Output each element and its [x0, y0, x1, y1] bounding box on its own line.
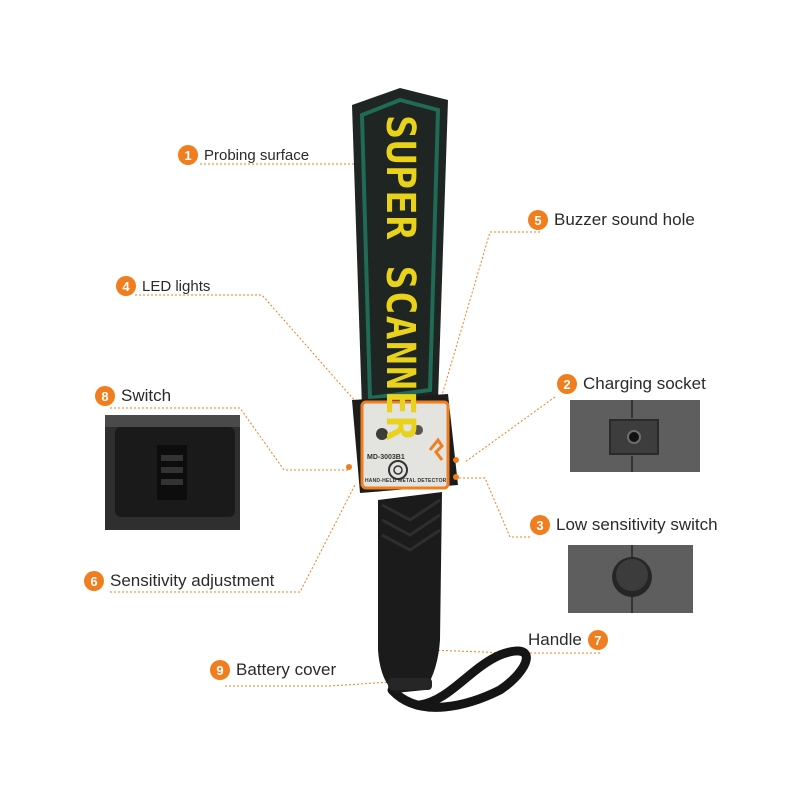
callout-number: 8: [95, 386, 115, 406]
callout-label: Buzzer sound hole: [554, 210, 695, 229]
brand-text: SUPER SCANNER: [377, 115, 423, 442]
low-sensitivity-art: [568, 545, 693, 613]
control-panel: [360, 400, 450, 490]
callout-5: 5 Buzzer sound hole: [528, 210, 695, 230]
leader-line-4: [135, 294, 371, 419]
callout-label: Sensitivity adjustment: [110, 571, 275, 590]
callout-label: Battery cover: [236, 660, 337, 679]
callout-label: Charging socket: [583, 374, 706, 393]
callout-number: 4: [116, 276, 136, 296]
buzzer-hole: [413, 425, 423, 435]
leader-line-5: [439, 231, 540, 403]
leader-line-3: [455, 477, 530, 538]
charging-socket-closeup: [570, 400, 700, 472]
callout-number: 6: [84, 571, 104, 591]
leader-line-9: [225, 681, 391, 687]
paddle-border: [359, 97, 441, 401]
side-marker-right-2: [453, 474, 459, 480]
callout-label: Probing surface: [204, 146, 310, 164]
callout-3: 3 Low sensitivity switch: [530, 515, 718, 535]
switch-closeup-art: [105, 415, 240, 530]
switch-closeup: [105, 415, 240, 530]
handle-grip-ridges: [381, 498, 441, 552]
callout-number: 1: [178, 145, 198, 165]
callout-1: 1 Probing surface: [178, 145, 309, 165]
leader-line-2: [464, 396, 556, 463]
callout-6: 6 Sensitivity adjustment: [84, 571, 274, 591]
model-text: MD-3003B1: [367, 454, 405, 461]
side-marker-right: [453, 457, 459, 463]
callout-label: Handle: [528, 630, 582, 649]
callout-number: 5: [528, 210, 548, 230]
runner-icon: [428, 437, 444, 461]
charging-socket-art: [570, 400, 700, 472]
leader-line-6: [110, 484, 356, 593]
callout-2: 2 Charging socket: [557, 374, 706, 394]
led-light: [376, 428, 388, 440]
side-marker-left: [346, 464, 352, 470]
callout-7: 7 Handle: [528, 630, 608, 650]
probing-surface: [352, 88, 448, 408]
callout-label: Switch: [121, 386, 172, 405]
callout-8: 8 Switch: [95, 386, 171, 406]
sensor-ring-icon: [388, 460, 408, 480]
callout-number: 2: [557, 374, 577, 394]
face-text: HAND-HELD METAL DETECTOR: [365, 478, 447, 484]
callout-4: 4 LED lights: [116, 276, 210, 296]
callout-number: 3: [530, 515, 550, 535]
callout-number: 9: [210, 660, 230, 680]
sensor-ring-inner: [393, 465, 403, 475]
callout-9: 9 Battery cover: [210, 660, 336, 680]
battery-cover: [388, 678, 432, 690]
wrist-strap: [387, 646, 531, 712]
callout-number: 7: [587, 630, 608, 650]
callout-label: Low sensitivity switch: [556, 515, 718, 534]
leader-line-8: [110, 407, 350, 471]
callout-label: LED lights: [142, 277, 211, 295]
low-sensitivity-closeup: [568, 545, 693, 613]
